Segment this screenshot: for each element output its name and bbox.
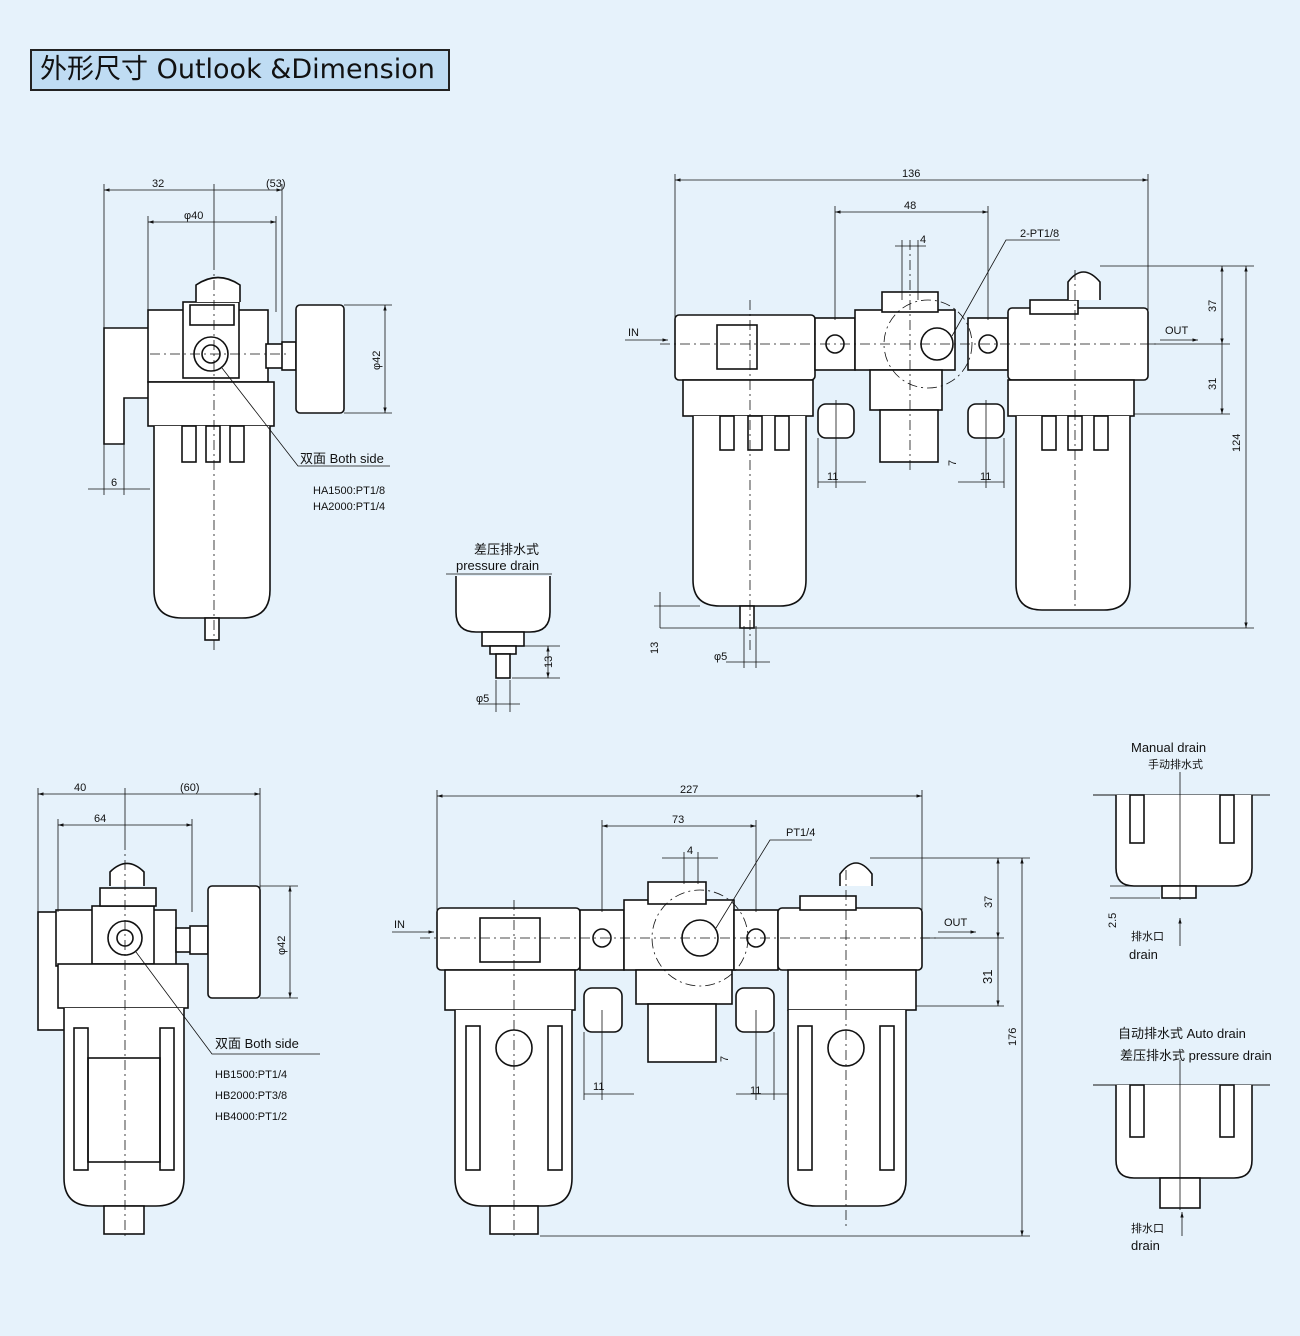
auto-drain-line2: 差压排水式 pressure drain: [1120, 1048, 1272, 1063]
dim-6: 6: [111, 477, 117, 489]
dim-53: (53): [266, 178, 286, 190]
dim-dia40: φ40: [184, 210, 203, 222]
port-pt14: PT1/4: [786, 827, 815, 839]
auto-drain-port-en: drain: [1131, 1238, 1160, 1253]
dim-7: 7: [947, 460, 959, 466]
dim-4: 4: [920, 234, 926, 246]
dim-60: (60): [180, 782, 200, 794]
auto-drain-port-cn: 排水口: [1131, 1221, 1164, 1235]
view-pressure-drain: [455, 576, 551, 679]
both-side-label-b: 双面 Both side: [215, 1036, 299, 1051]
auto-drain-line1: 自动排水式 Auto drain: [1118, 1026, 1246, 1041]
view-filter-side: [103, 276, 345, 641]
view-manual-drain: [1093, 794, 1270, 899]
dim-7b: 7: [719, 1056, 731, 1062]
manual-drain-en: Manual drain: [1131, 740, 1206, 755]
dim-11b: 11: [980, 471, 991, 483]
dim-32: 32: [152, 178, 164, 190]
both-side-label: 双面 Both side: [300, 451, 384, 466]
view-frl-large: [436, 862, 923, 1235]
port-2pt18: 2-PT1/8: [1020, 228, 1059, 240]
dim-31b: 31: [980, 970, 995, 984]
dim-227: 227: [680, 784, 698, 796]
in-label: IN: [628, 327, 639, 339]
port-label-b1: HB2000:PT3/8: [215, 1090, 287, 1102]
port-label-0: HA1500:PT1/8: [313, 485, 385, 497]
manual-drain-cn: 手动排水式: [1148, 757, 1203, 771]
view-frl-top: [674, 271, 1149, 629]
dim-13b: 13: [649, 642, 661, 654]
view-auto-drain: [1093, 1084, 1270, 1209]
dim-11a: 11: [827, 471, 838, 483]
dim-dia5: φ5: [476, 693, 489, 705]
out-label-b: OUT: [944, 917, 968, 929]
dim-11d: 11: [750, 1085, 761, 1097]
dim-64: 64: [94, 813, 106, 825]
dim-4b: 4: [687, 845, 693, 857]
port-label-b0: HB1500:PT1/4: [215, 1069, 287, 1081]
section-title: 外形尺寸 Outlook &Dimension: [30, 49, 450, 91]
dim-2-5: 2.5: [1107, 913, 1119, 928]
dim-73: 73: [672, 814, 684, 826]
pressure-drain-en: pressure drain: [456, 558, 539, 573]
dim-48: 48: [904, 200, 916, 212]
port-label-1: HA2000:PT1/4: [313, 501, 385, 513]
dim-124: 124: [1231, 434, 1243, 452]
dim-13: 13: [543, 656, 555, 668]
dim-dia5b: φ5: [714, 651, 727, 663]
manual-drain-port-en: drain: [1129, 947, 1158, 962]
manual-drain-port-cn: 排水口: [1131, 929, 1164, 943]
dim-136: 136: [902, 168, 920, 180]
dim-40: 40: [74, 782, 86, 794]
pressure-drain-cn: 差压排水式: [474, 542, 539, 557]
view-filter-large-side: [37, 862, 261, 1235]
out-label: OUT: [1165, 325, 1189, 337]
dim-176: 176: [1007, 1028, 1019, 1046]
in-label-b: IN: [394, 919, 405, 931]
dim-31: 31: [1207, 378, 1219, 390]
dim-dia42b: φ42: [276, 936, 288, 955]
dim-37b: 37: [983, 896, 995, 908]
dim-37: 37: [1207, 300, 1219, 312]
port-label-b2: HB4000:PT1/2: [215, 1111, 287, 1123]
dim-dia42: φ42: [371, 351, 383, 370]
dim-11c: 11: [593, 1081, 604, 1093]
